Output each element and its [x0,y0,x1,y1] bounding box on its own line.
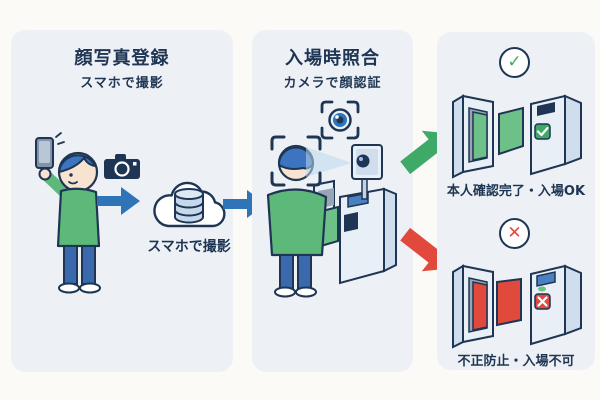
camera-icon [104,154,140,179]
gate-scene-illustration [266,135,397,298]
cloud-caption: スマホで撮影 [147,239,231,255]
cross-circle-icon: ✕ [499,218,530,249]
cloud-database-icon [153,181,226,228]
gate-machine [339,187,385,285]
gate-screen [536,271,556,287]
open-flap [498,106,524,156]
verification-title: 入場時照合 [285,48,380,69]
panel-verification: 入場時照合 カメラで顔認証 [252,30,413,372]
ok-indicator [534,123,551,140]
ng-caption: 不正防止・入場不可 [457,354,575,369]
panel-results: ✓ 本人確認完了・入場OK ✕ [437,32,595,370]
face-scan-brackets-icon [270,135,322,187]
registration-title: 顔写真登録 [74,48,170,69]
lens-focus-icon [320,100,360,140]
registration-subtitle: スマホで撮影 [80,76,164,91]
check-glyph: ✓ [507,52,522,72]
open-gate-illustration [452,94,582,179]
gate-screen [537,102,555,116]
selfie-person-illustration [35,132,101,294]
arrow-right-icon [97,187,140,215]
sparkle-icon [55,132,65,145]
gate-display [344,212,358,232]
closed-gate-illustration [452,264,582,349]
scan-beam [306,147,352,177]
check-circle-icon: ✓ [499,47,530,78]
closed-flap [496,277,522,327]
panel-registration: 顔写真登録 スマホで撮影 [11,30,233,372]
ok-caption: 本人確認完了・入場OK [446,184,586,199]
verification-subtitle: カメラで顔認証 [283,76,382,91]
cross-glyph: ✕ [507,223,522,243]
